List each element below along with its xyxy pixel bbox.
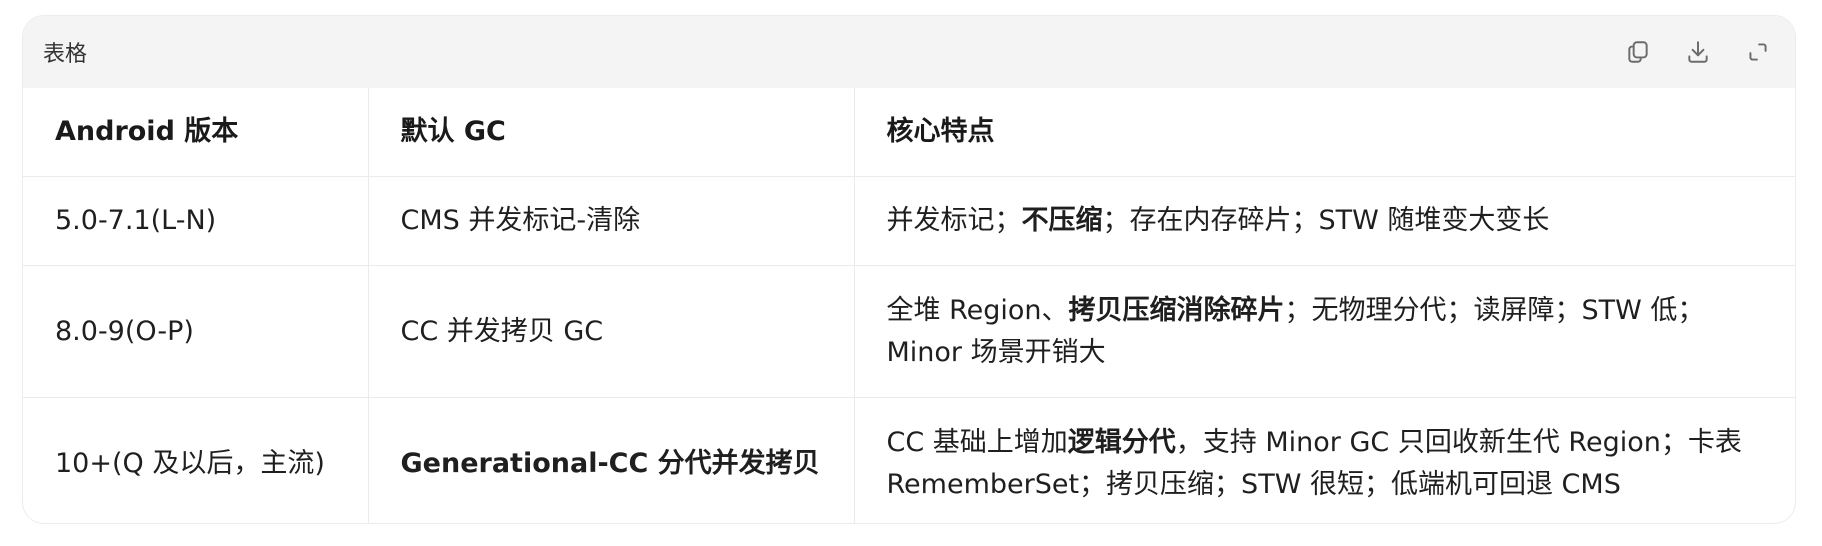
feature-text: CC 基础上增加 <box>886 426 1068 458</box>
feature-text-bold: 拷贝压缩消除碎片 <box>1068 294 1285 326</box>
expand-button[interactable] <box>1743 37 1773 67</box>
download-icon <box>1688 41 1708 63</box>
table-header-row: Android 版本 默认 GC 核心特点 <box>23 88 1795 177</box>
card-title: 表格 <box>43 42 88 67</box>
cell-version: 8.0-9(O-P) <box>23 265 369 398</box>
feature-text: 并发标记； <box>886 205 1022 236</box>
column-header-version: Android 版本 <box>23 88 369 177</box>
cell-gc: Generational-CC 分代并发拷贝 <box>368 397 855 523</box>
cell-features: 全堆 Region、拷贝压缩消除碎片；无物理分代；读屏障；STW 低；Minor… <box>854 265 1795 398</box>
expand-icon <box>1749 43 1767 61</box>
feature-text: ；无物理分代；读屏障；STW 低；Minor 场景开销大 <box>886 294 1705 368</box>
feature-text-bold: 不压缩 <box>1021 205 1103 236</box>
copy-button[interactable] <box>1623 37 1653 67</box>
column-header-features: 核心特点 <box>854 88 1795 177</box>
cell-features: 并发标记；不压缩；存在内存碎片；STW 随堆变大变长 <box>854 176 1795 266</box>
cell-gc: CC 并发拷贝 GC <box>368 265 855 398</box>
cell-gc: CMS 并发标记-清除 <box>368 176 855 266</box>
feature-text-bold: 逻辑分代 <box>1067 426 1176 458</box>
data-table: Android 版本 默认 GC 核心特点 5.0-7.1(L-N) CMS 并… <box>23 88 1795 524</box>
table-row: 5.0-7.1(L-N) CMS 并发标记-清除 并发标记；不压缩；存在内存碎片… <box>23 176 1795 266</box>
header-actions <box>1623 37 1773 67</box>
copy-icon <box>1628 41 1648 63</box>
download-button[interactable] <box>1683 37 1713 67</box>
table-row: 10+(Q 及以后，主流) Generational-CC 分代并发拷贝 CC … <box>23 397 1795 524</box>
table-card-header: 表格 <box>23 16 1795 88</box>
table-card: 表格 <box>22 15 1796 524</box>
cell-features: CC 基础上增加逻辑分代，支持 Minor GC 只回收新生代 Region；卡… <box>854 398 1795 524</box>
feature-text: ，支持 Minor GC 只回收新生代 Region；卡表 RememberSe… <box>886 426 1742 500</box>
feature-text: ；存在内存碎片；STW 随堆变大变长 <box>1102 205 1550 236</box>
cell-version: 5.0-7.1(L-N) <box>23 176 369 266</box>
cell-version: 10+(Q 及以后，主流) <box>23 397 369 523</box>
column-header-gc: 默认 GC <box>368 88 855 177</box>
table-row: 8.0-9(O-P) CC 并发拷贝 GC 全堆 Region、拷贝压缩消除碎片… <box>23 265 1795 398</box>
feature-text: 全堆 Region、 <box>886 294 1069 326</box>
